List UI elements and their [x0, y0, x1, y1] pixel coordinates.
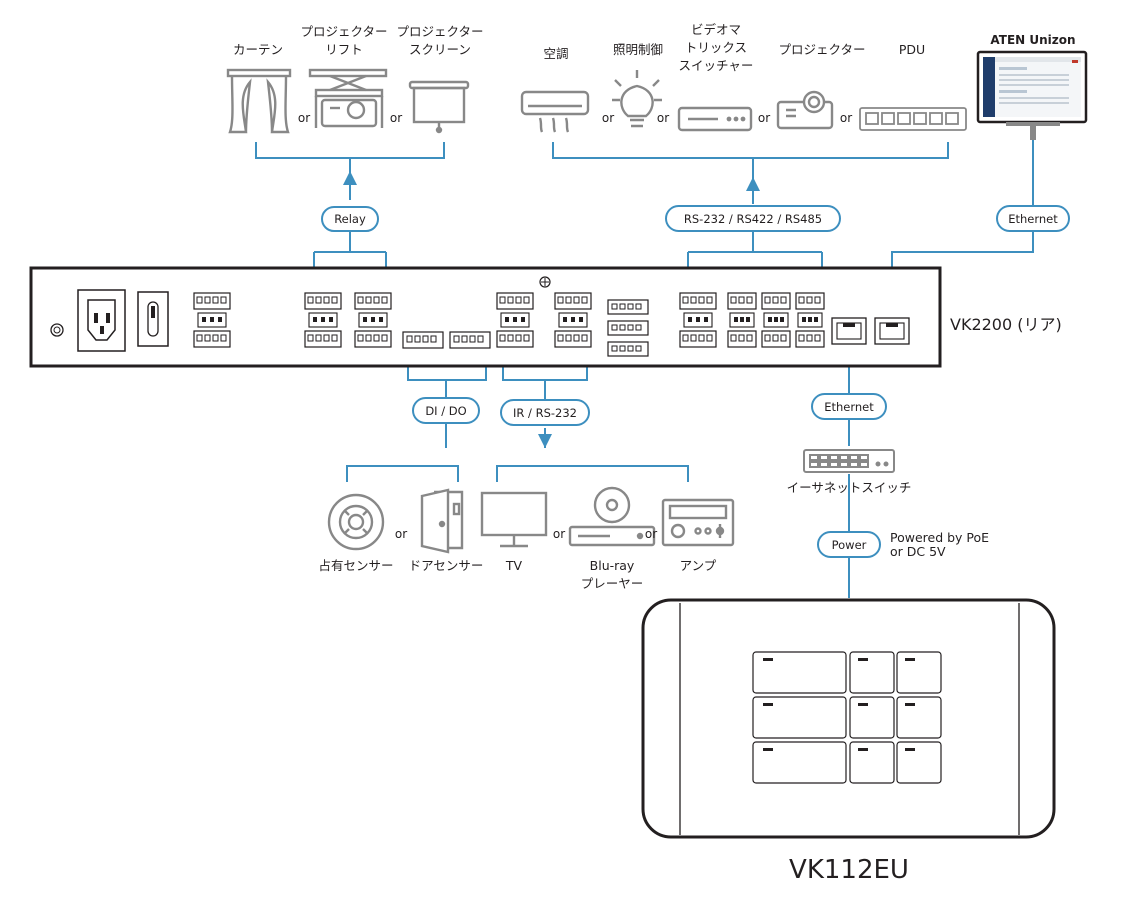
- projector-lift-label-1: プロジェクター: [300, 24, 387, 39]
- or-text: or: [602, 111, 614, 125]
- ir-terminal-icon: [555, 293, 591, 347]
- curtain-icon: [226, 68, 292, 134]
- curtain-label: カーテン: [233, 42, 283, 57]
- vk2200-label: VK2200 (リア): [950, 315, 1062, 334]
- rs-terminal-icon: [680, 293, 716, 347]
- ethernet-bottom-pill: Ethernet: [811, 393, 887, 420]
- relay-label: Relay: [334, 212, 366, 226]
- projector-label: プロジェクター: [778, 42, 865, 57]
- vk112eu-label: VK112EU: [789, 855, 909, 885]
- panel-key-large: [752, 651, 847, 694]
- ethernet-port-icon: [831, 317, 867, 345]
- matrix-label-1: ビデオマ: [691, 22, 741, 37]
- tv-icon: [480, 491, 548, 548]
- panel-key: [896, 651, 942, 694]
- rs-pill: RS-232 / RS422 / RS485: [665, 205, 841, 232]
- dido-terminal-icon: [449, 331, 491, 349]
- vk112eu-panel: [641, 598, 1056, 839]
- ground-screw-icon: [50, 323, 64, 337]
- relay-pill: Relay: [321, 206, 379, 232]
- amplifier-icon: [661, 498, 735, 547]
- bluray-label-2: プレーヤー: [581, 576, 644, 591]
- connection-lines: [255, 140, 1034, 598]
- projector-icon: [776, 90, 834, 130]
- pdu-icon: [859, 107, 967, 131]
- or-text: or: [298, 111, 310, 125]
- or-text: or: [390, 111, 402, 125]
- poe-note-1: Powered by PoE: [890, 530, 989, 545]
- panel-key: [849, 741, 895, 784]
- power-switch-icon: [137, 291, 169, 347]
- dido-terminal-icon: [402, 331, 444, 349]
- light-bulb-icon: [612, 70, 662, 128]
- panel-key-large: [752, 741, 847, 784]
- matrix-switcher-icon: [677, 106, 753, 132]
- relay-terminal-icon: [305, 293, 341, 347]
- lighting-label: 照明制御: [613, 42, 663, 57]
- occupancy-label: 占有センサー: [318, 558, 393, 573]
- tv-label: TV: [505, 558, 523, 573]
- rs-terminal-icon: [761, 292, 791, 348]
- power-inlet-icon: [77, 289, 126, 352]
- pdu-label: PDU: [899, 42, 925, 57]
- panel-key: [896, 696, 942, 739]
- ethernet-switch-icon: [803, 449, 895, 473]
- or-text: or: [645, 527, 657, 541]
- matrix-label-3: スイッチャー: [679, 58, 754, 73]
- amp-label: アンプ: [680, 558, 717, 573]
- panel-key: [896, 741, 942, 784]
- panel-key: [849, 696, 895, 739]
- or-text: or: [395, 527, 407, 541]
- rs-label: RS-232 / RS422 / RS485: [684, 212, 822, 226]
- or-text: or: [657, 111, 669, 125]
- bluray-label-1: Blu-ray: [590, 558, 635, 573]
- or-text: or: [840, 111, 852, 125]
- ir-label: IR / RS-232: [513, 406, 577, 420]
- dido-pill: DI / DO: [412, 397, 480, 424]
- crosshair-screw-icon: [539, 276, 551, 288]
- terminal-block-icon: [193, 292, 231, 348]
- panel-key: [849, 651, 895, 694]
- relay-terminal-icon: [355, 293, 391, 347]
- projector-screen-label-2: スクリーン: [409, 42, 471, 57]
- ethernet-port-icon: [874, 317, 910, 345]
- rs-arrow-icon: [746, 177, 760, 191]
- arrow-heads: [343, 171, 760, 448]
- rs-terminal-icon: [727, 292, 757, 348]
- poe-note-2: or DC 5V: [890, 544, 946, 559]
- air-conditioner-icon: [520, 90, 590, 133]
- vk2200-rear-panel: [29, 266, 942, 368]
- monitor-icon: [976, 50, 1088, 140]
- ir-arrow-icon: [538, 434, 552, 448]
- door-sensor-label: ドアセンサー: [409, 558, 484, 573]
- unizon-label: ATEN Unizon: [990, 33, 1075, 47]
- ethernet-top-pill: Ethernet: [996, 205, 1070, 232]
- power-label: Power: [832, 538, 867, 552]
- or-text: or: [758, 111, 770, 125]
- ir-terminal-icon: [497, 293, 533, 347]
- panel-key-large: [752, 696, 847, 739]
- matrix-label-2: トリックス: [685, 40, 747, 55]
- ethernet-bottom-label: Ethernet: [824, 400, 874, 414]
- ir-pill: IR / RS-232: [500, 399, 590, 426]
- bluray-player-icon: [568, 486, 656, 547]
- ac-label: 空調: [543, 46, 568, 61]
- or-text: or: [553, 527, 565, 541]
- switch-label: イーサネットスイッチ: [787, 480, 912, 495]
- projector-screen-icon: [408, 80, 470, 134]
- rs-terminal-icon: [795, 292, 825, 348]
- door-sensor-icon: [420, 488, 464, 554]
- projector-lift-label-2: リフト: [325, 42, 363, 57]
- dido-label: DI / DO: [425, 404, 466, 418]
- projector-screen-label-1: プロジェクター: [396, 24, 483, 39]
- small-terminal-icon: [607, 299, 649, 357]
- projector-lift-icon: [308, 68, 388, 128]
- ethernet-top-label: Ethernet: [1008, 212, 1058, 226]
- relay-arrow-icon: [343, 171, 357, 185]
- power-pill: Power: [817, 531, 881, 558]
- occupancy-sensor-icon: [327, 493, 385, 551]
